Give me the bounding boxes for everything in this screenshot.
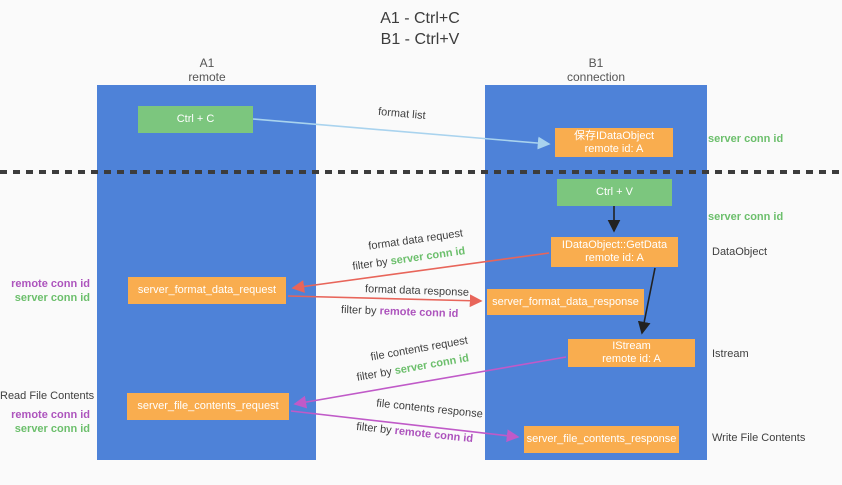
- column-b1-role: connection: [566, 70, 626, 84]
- remote-conn-id-left-1: remote conn id: [11, 278, 90, 290]
- ctrl-c-label: Ctrl + C: [176, 113, 215, 125]
- title-line-2: B1 - Ctrl+V: [380, 31, 460, 48]
- server-file-contents-request-label: server_file_contents_request: [137, 400, 279, 412]
- format-list-label: format list: [377, 105, 427, 123]
- server-format-data-response-label: server_format_data_response: [492, 295, 639, 308]
- remote-conn-id-left-2: remote conn id: [11, 409, 90, 421]
- write-file-contents-label: Write File Contents: [712, 432, 806, 444]
- filter-by-text: filter by: [351, 256, 389, 273]
- server-file-contents-response-box: server_file_contents_response: [524, 426, 679, 453]
- istream-line1: IStream: [612, 340, 651, 352]
- idataobject-getdata-box: IDataObject::GetData remote id: A: [551, 237, 678, 267]
- server-conn-id-right-mid: server conn id: [708, 211, 784, 223]
- filter-by-text: filter by: [340, 303, 377, 318]
- dataobject-label: DataObject: [712, 246, 768, 258]
- ctrl-v-box: Ctrl + V: [557, 179, 672, 206]
- getdata-line1: IDataObject::GetData: [561, 239, 668, 251]
- remote-conn-id-text: remote conn id: [394, 424, 474, 446]
- server-format-data-response-box: server_format_data_response: [487, 289, 644, 315]
- istream-line2: remote id: A: [602, 353, 661, 365]
- column-header-b1: B1 connection: [516, 56, 676, 84]
- server-file-contents-response-label: server_file_contents_response: [526, 433, 677, 445]
- column-b1-name: B1: [588, 56, 604, 70]
- column-a1-role: remote: [188, 70, 226, 84]
- getdata-line2: remote id: A: [585, 252, 644, 264]
- read-file-contents-label: Read File Contents: [0, 390, 95, 402]
- title-line-1: A1 - Ctrl+C: [380, 10, 460, 27]
- istream-side-label: Istream: [712, 348, 749, 360]
- file-contents-response-label: file contents response: [375, 397, 484, 421]
- format-data-response-label: format data response: [364, 283, 470, 299]
- server-conn-id-text: server conn id: [389, 245, 467, 268]
- ctrl-v-label: Ctrl + V: [596, 186, 633, 198]
- filter-by-text: filter by: [355, 420, 393, 437]
- filter-by-remote-conn-id-label-1: filter by remote conn id: [341, 304, 459, 320]
- column-a1-name: A1: [199, 56, 215, 70]
- diagram-title: A1 - Ctrl+C B1 - Ctrl+V: [300, 8, 540, 50]
- server-conn-id-left-2: server conn id: [14, 423, 90, 435]
- save-idataobject-box: 保存IDataObject remote id: A: [555, 128, 673, 157]
- server-conn-id-right-top: server conn id: [708, 133, 784, 145]
- server-conn-id-left-1: server conn id: [14, 292, 90, 304]
- remote-conn-id-text: remote conn id: [379, 305, 459, 321]
- save-idataobject-line1: 保存IDataObject: [573, 129, 655, 142]
- server-format-data-request-label: server_format_data_request: [137, 284, 277, 296]
- istream-box: IStream remote id: A: [568, 339, 695, 367]
- filter-by-remote-conn-id-label-2: filter by remote conn id: [356, 421, 474, 445]
- server-file-contents-request-box: server_file_contents_request: [127, 393, 289, 420]
- ctrl-c-box: Ctrl + C: [138, 106, 253, 133]
- copy-paste-boundary-dotted-line: [0, 170, 842, 174]
- server-format-data-request-box: server_format_data_request: [128, 277, 286, 304]
- column-header-a1: A1 remote: [127, 56, 287, 84]
- filter-by-text: filter by: [355, 365, 393, 384]
- save-idataobject-line2: remote id: A: [584, 142, 644, 155]
